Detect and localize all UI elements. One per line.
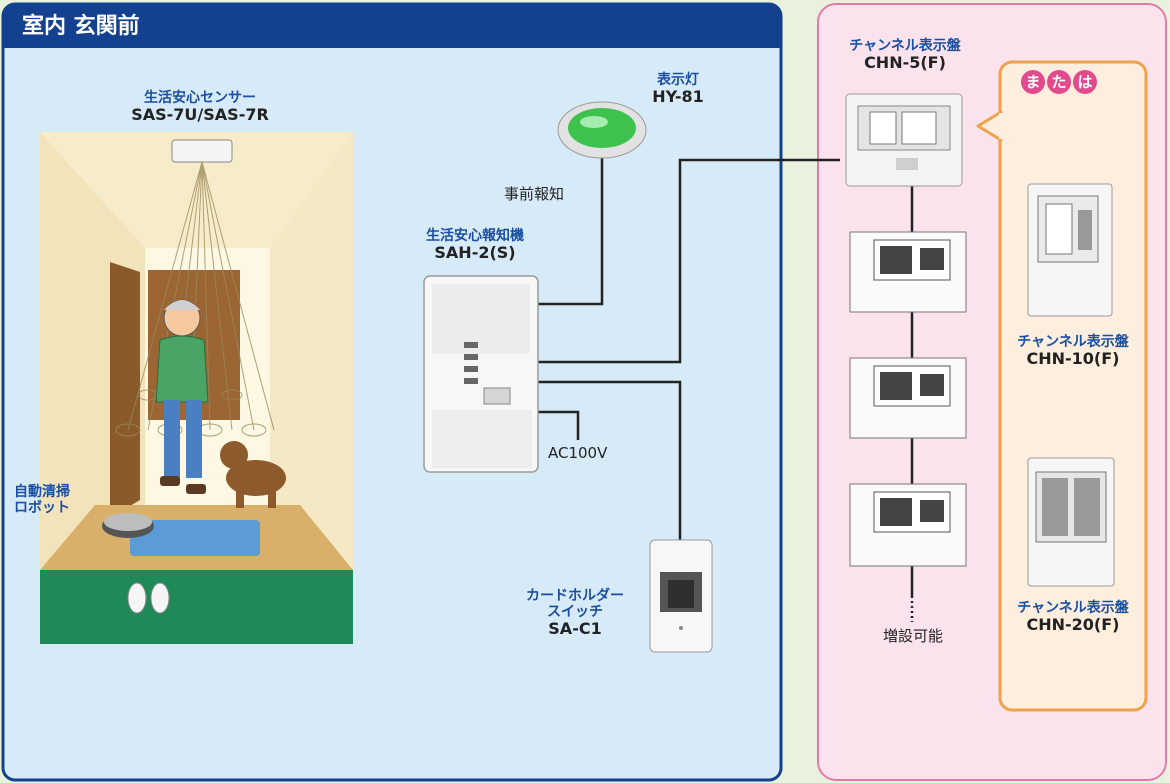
card-switch-label: カードホルダー スイッチ SA-C1 — [500, 588, 650, 639]
corridor-illustration — [40, 132, 353, 644]
sensor-label: 生活安心センサー SAS-7U/SAS-7R — [100, 90, 300, 124]
robot-line2: ロボット — [14, 500, 70, 517]
reporter-model: SAH-2(S) — [434, 243, 516, 263]
reporter-label: 生活安心報知機 SAH-2(S) — [400, 228, 550, 262]
robot-line1: 自動清掃 — [14, 484, 70, 500]
chn10-panel — [1027, 183, 1113, 317]
dog — [220, 441, 286, 508]
panel-main-label: チャンネル表示盤 CHN-5(F) — [830, 38, 980, 72]
slippers — [127, 582, 170, 614]
elderly-person — [155, 299, 209, 494]
panel-10-label: チャンネル表示盤 CHN-10(F) — [1004, 334, 1142, 368]
notice-label: 事前報知 — [504, 185, 565, 203]
card-holder-switch — [649, 539, 713, 653]
card-switch-line2: スイッチ — [547, 604, 603, 621]
indicator-lamp — [557, 101, 647, 159]
panel-main-model: CHN-5(F) — [864, 53, 946, 73]
chn20-panel — [1027, 457, 1115, 587]
panel-20-label: チャンネル表示盤 CHN-20(F) — [1004, 600, 1142, 634]
lamp-name: 表示灯 — [657, 72, 699, 88]
sensor-name: 生活安心センサー — [144, 90, 256, 106]
robot-label: 自動清掃 ロボット — [14, 484, 94, 516]
alt-badge-char-2: た — [1047, 70, 1071, 94]
panel-20-name: チャンネル表示盤 — [1017, 600, 1129, 616]
expansion-label: 増設可能 — [882, 627, 943, 645]
chn5-panel — [845, 93, 963, 187]
panel-20-model: CHN-20(F) — [1026, 615, 1120, 635]
card-switch-model: SA-C1 — [548, 619, 602, 639]
sensor-model: SAS-7U/SAS-7R — [131, 105, 269, 125]
expansion-unit-2 — [849, 357, 967, 439]
robot-vacuum — [102, 513, 154, 538]
panel-10-name: チャンネル表示盤 — [1017, 334, 1129, 350]
expansion-unit-1 — [849, 231, 967, 313]
panel-10-model: CHN-10(F) — [1026, 349, 1120, 369]
reporter-name: 生活安心報知機 — [426, 228, 524, 244]
lamp-label: 表示灯 HY-81 — [618, 72, 738, 106]
reporter-device — [423, 275, 539, 473]
expansion-unit-3 — [849, 483, 967, 567]
alt-badge-char-1: ま — [1021, 70, 1045, 94]
alt-badge: または — [1010, 70, 1110, 94]
room-title: 室内 玄関前 — [22, 14, 140, 39]
lamp-model: HY-81 — [652, 87, 704, 107]
panel-main-name: チャンネル表示盤 — [849, 38, 961, 54]
power-label: AC100V — [548, 444, 608, 462]
wiring — [538, 158, 914, 622]
card-switch-line1: カードホルダー — [526, 588, 624, 604]
alt-badge-char-3: は — [1073, 70, 1097, 94]
